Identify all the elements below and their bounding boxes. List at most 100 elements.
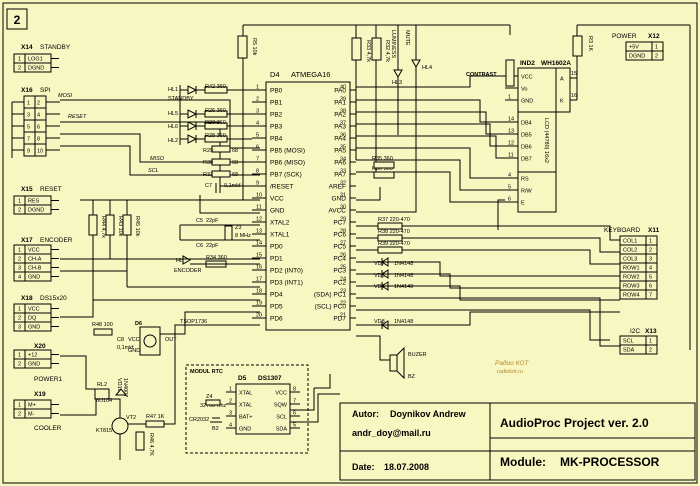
rtc-pin-num-7: 7 xyxy=(293,399,296,405)
hl2-led-icon xyxy=(187,134,198,144)
rtc-pin-name-4: GND xyxy=(239,427,251,433)
contrast-pot xyxy=(505,59,515,87)
mcu-pin-num-2: 2 xyxy=(256,97,259,103)
r30-label: R30 xyxy=(203,160,213,166)
mcu-pin-num-15: 15 xyxy=(256,253,262,259)
x11-ref: X11 xyxy=(648,227,660,234)
r35-resistor xyxy=(373,161,395,169)
x16-ref: X16 xyxy=(21,87,33,94)
mcu-pin-name-21: PD7 xyxy=(333,316,346,323)
rl2-label: RL2 xyxy=(97,382,107,388)
x16-pin-num-8: 8 xyxy=(37,137,40,143)
hl4-label: HL4 xyxy=(422,65,432,71)
mcu-pin-name-37: PA3 xyxy=(334,124,346,131)
mcu-pin-num-8: 8 xyxy=(256,169,259,175)
mcu-pin-name-14: PD0 xyxy=(270,244,283,251)
r39-label: R39 220-470 xyxy=(378,241,410,247)
r47-label: R47 1K xyxy=(146,414,165,420)
mcu-pin-num-14: 14 xyxy=(256,241,262,247)
pa7-wire xyxy=(356,171,505,203)
x19-ref: X19 xyxy=(34,391,46,398)
c5-label: C5 xyxy=(196,218,203,224)
x17-pin-label-2: CH-A xyxy=(28,257,42,263)
pa2-wire xyxy=(356,111,505,135)
rtc-pin-num-1: 1 xyxy=(229,387,232,393)
mcu-pin-num-32: 32 xyxy=(340,181,346,187)
rtc-module-frame xyxy=(185,364,309,454)
z4-crystal-icon xyxy=(205,399,221,406)
mcu-pin-name-8: PB7 (SCK) xyxy=(270,172,302,179)
pa3-wire xyxy=(356,123,505,147)
lcd-pin-name-15: A xyxy=(560,77,564,83)
x13-ref: X13 xyxy=(645,328,657,335)
vt2-transistor-icon xyxy=(111,417,129,435)
mcu-pin-num-19: 19 xyxy=(256,301,262,307)
x17-name: ENCODER xyxy=(40,237,73,244)
tsop-label: TSOP1736 xyxy=(180,319,207,325)
mcu-ref: D4 xyxy=(270,70,280,79)
mcu-pin-num-26: 26 xyxy=(340,253,346,259)
module-label: Module: xyxy=(500,455,546,469)
r32-resistor xyxy=(371,37,382,61)
rtc-pin-num-5: 5 xyxy=(293,423,296,429)
vd10-value: 1N4007 xyxy=(122,378,128,397)
plus12-wire xyxy=(60,355,95,390)
col1-wire xyxy=(402,225,620,241)
r43-label: R43 10k xyxy=(117,216,123,237)
d6-label: D6 xyxy=(135,321,142,327)
row3-wire xyxy=(356,285,620,301)
x16-pin-num-5: 5 xyxy=(27,125,30,131)
x19-pin-label-2: M- xyxy=(28,412,35,418)
hl5-label: HL5 xyxy=(168,111,178,117)
col2-wire xyxy=(402,237,620,253)
r5-resistor xyxy=(237,35,248,59)
date-label: Date: xyxy=(352,462,375,472)
rtc-pin-name-5: SDA xyxy=(276,427,288,433)
kt815-label: KT815 xyxy=(96,428,112,434)
hl1-led-icon xyxy=(187,85,198,95)
vt2-collector xyxy=(109,398,121,418)
mcu-pin-name-18: PD4 xyxy=(270,292,283,299)
x11-pin-label-1: COL1 xyxy=(623,239,637,245)
x13-pin-num-1: 1 xyxy=(649,339,652,345)
mcu-pin-name-40: PA0 xyxy=(334,88,346,95)
spi-mosi-label: MOSI xyxy=(58,93,73,99)
r5-label: R5 10k xyxy=(251,38,257,56)
r32-label: R32 4,7k xyxy=(384,40,390,62)
mcu-pin-name-27: PC5 xyxy=(333,244,346,251)
lcd-pin-name-11: DB7 xyxy=(521,157,532,163)
rtc-pin-num-6: 6 xyxy=(293,411,296,417)
x16-pin-num-9: 9 xyxy=(27,149,30,155)
x15-pin-label-2: DGND xyxy=(28,208,44,214)
pd6-wire xyxy=(164,324,260,425)
mcu-pin-name-9: /RESET xyxy=(270,184,294,191)
r26-label: R26 360 xyxy=(205,108,226,114)
x13-name: I2C xyxy=(630,328,640,335)
r47-resistor xyxy=(145,420,165,428)
x15-pin-num-1: 1 xyxy=(18,199,21,205)
mcu-pin-name-4: PB3 xyxy=(270,124,283,131)
lcd-left-pins: 2VCC3Vo1GND14DB413DB512DB611DB74RS5R/W6E xyxy=(505,71,533,207)
mcu-pin-num-20: 20 xyxy=(256,313,262,319)
col3-wire xyxy=(402,249,620,265)
rtc-pin-num-3: 3 xyxy=(229,411,232,417)
x16-pin-num-6: 6 xyxy=(37,125,40,131)
lcd-backlight-box xyxy=(555,67,571,113)
x11-pin-label-7: ROW4 xyxy=(623,293,640,299)
hl6-label: HL6 xyxy=(168,124,178,130)
r33-resistor xyxy=(351,37,362,61)
mcu-pin-num-24: 24 xyxy=(340,277,346,283)
r46-label: R46 4,7K xyxy=(148,433,154,456)
c7-value: 0,1mkf xyxy=(224,183,241,189)
r44-label: R44 4,7k xyxy=(100,216,106,238)
x18-pin-num-3: 3 xyxy=(18,325,21,331)
row4-wire xyxy=(356,311,620,326)
hl3-led-icon xyxy=(393,69,403,79)
x11-pin-num-4: 4 xyxy=(649,266,652,272)
reset-wire xyxy=(60,121,260,187)
